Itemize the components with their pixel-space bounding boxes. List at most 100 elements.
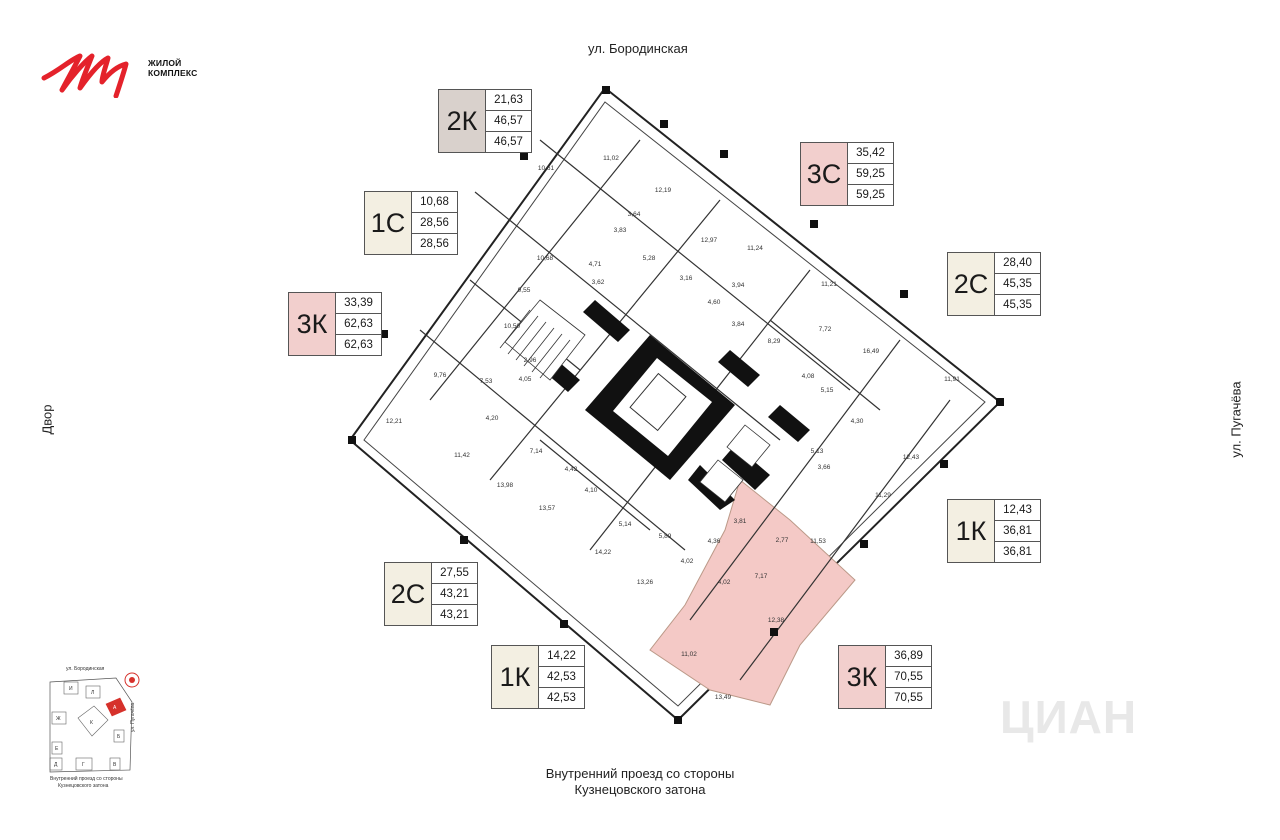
total-area: 43,21: [432, 584, 477, 605]
room-area: 4,30: [851, 418, 864, 425]
room-area: 7,72: [819, 326, 832, 333]
compass-icon: [124, 672, 140, 688]
room-area: 11,53: [810, 538, 826, 545]
room-area: 11,42: [454, 452, 470, 459]
living-area: 35,42: [848, 143, 893, 164]
room-area: 11,91: [944, 376, 960, 383]
room-area: 7,17: [755, 573, 768, 580]
total-area: 46,57: [486, 111, 531, 132]
room-labels: 11,02 10,61 12,19 3,64 3,83 12,97 11,24 …: [386, 155, 960, 701]
room-area: 9,76: [434, 372, 447, 379]
apartment-type: 1С: [364, 191, 412, 255]
room-area: 5,14: [619, 521, 632, 528]
room-area: 13,57: [539, 505, 556, 512]
minimap-block: К: [90, 720, 93, 726]
apartment-type: 2С: [384, 562, 432, 626]
total-area-2: 28,56: [420, 238, 449, 250]
apartment-card-3k-left[interactable]: 3К 33,39 62,63 62,63: [288, 292, 382, 356]
total-area-2: 46,57: [494, 136, 523, 148]
room-area: 10,68: [537, 255, 554, 262]
total-area: 70,55: [886, 667, 931, 688]
apartment-card-2c-right[interactable]: 2С 28,40 45,35 45,35: [947, 252, 1041, 316]
room-area: 12,38: [768, 617, 785, 624]
room-area: 3,94: [732, 282, 745, 289]
apartment-areas: 36,89 70,55 70,55: [886, 645, 932, 709]
minimap-block: Г: [82, 762, 85, 768]
living-area: 14,22: [539, 646, 584, 667]
apartment-areas: 33,39 62,63 62,63: [336, 292, 382, 356]
total-area-2: 43,21: [440, 609, 469, 621]
apartment-card-1k-right[interactable]: 1К 12,43 36,81 36,81: [947, 499, 1041, 563]
room-area: 12,43: [903, 454, 920, 461]
room-area: 13,49: [715, 694, 732, 701]
room-area: 11,29: [875, 492, 891, 499]
minimap-block: Д: [54, 762, 58, 768]
room-area: 3,66: [818, 464, 831, 471]
room-area: 4,36: [708, 538, 721, 545]
street-top: ул. Бородинская: [588, 41, 688, 56]
minimap-block: В: [113, 762, 117, 768]
minimap-street-top: ул. Бородинская: [66, 666, 105, 672]
street-left: Двор: [39, 404, 55, 435]
street-bottom-line1: Внутренний проезд со стороны: [545, 766, 735, 781]
apartment-card-3k-bottom[interactable]: 3К 36,89 70,55 70,55: [838, 645, 932, 709]
total-area: 45,35: [995, 274, 1040, 295]
living-area: 28,40: [995, 253, 1040, 274]
total-area-2: 45,35: [1003, 299, 1032, 311]
room-area: 8,29: [768, 338, 781, 345]
minimap: ул. Бородинская ул. Пугачёва И Л Ж К А Б…: [36, 662, 166, 792]
apartment-areas: 28,40 45,35 45,35: [995, 252, 1041, 316]
room-area: 10,50: [504, 323, 521, 330]
total-area: 28,56: [412, 213, 457, 234]
room-area: 2,77: [776, 537, 789, 544]
apartment-card-3c[interactable]: 3С 35,42 59,25 59,25: [800, 142, 894, 206]
room-area: 3,83: [614, 227, 627, 234]
minimap-block-active[interactable]: А: [113, 705, 117, 711]
room-area: 13,26: [637, 579, 654, 586]
staircase: [499, 299, 586, 381]
room-area: 4,42: [565, 466, 578, 473]
minimap-block: Б: [117, 734, 121, 740]
living-area: 21,63: [486, 90, 531, 111]
watermark: ЦИАН: [1000, 691, 1138, 743]
room-area: 4,08: [802, 373, 815, 380]
highlighted-apartment: [649, 479, 856, 706]
room-area: 3,62: [592, 279, 605, 286]
apartment-areas: 21,63 46,57 46,57: [486, 89, 532, 153]
room-area: 13,98: [497, 482, 514, 489]
room-area: 3,64: [628, 211, 641, 218]
room-area: 7,53: [480, 378, 493, 385]
apartment-card-1c[interactable]: 1С 10,68 28,56 28,56: [364, 191, 458, 255]
room-area: 16,49: [863, 348, 880, 355]
total-area: 59,25: [848, 164, 893, 185]
room-area: 5,13: [811, 448, 824, 455]
room-area: 12,21: [386, 418, 403, 425]
living-area: 33,39: [336, 293, 381, 314]
minimap-block: И: [69, 686, 73, 692]
room-area: 4,02: [681, 558, 694, 565]
apartment-type: 2К: [438, 89, 486, 153]
apartment-areas: 14,22 42,53 42,53: [539, 645, 585, 709]
room-area: 11,24: [747, 245, 763, 252]
room-area: 5,15: [821, 387, 834, 394]
apartment-areas: 12,43 36,81 36,81: [995, 499, 1041, 563]
total-area-2: 59,25: [856, 189, 885, 201]
minimap-block: Л: [91, 690, 95, 696]
total-area-2: 62,63: [344, 339, 373, 351]
living-area: 10,68: [412, 192, 457, 213]
room-area: 4,60: [708, 299, 721, 306]
floor-plan: 11,02 10,61 12,19 3,64 3,83 12,97 11,24 …: [348, 86, 1004, 724]
room-area: 3,81: [734, 518, 747, 525]
apartment-type: 3К: [288, 292, 336, 356]
apartment-card-1k-bottom[interactable]: 1К 14,22 42,53 42,53: [491, 645, 585, 709]
minimap-caption-line1: Внутренний проезд со стороны: [50, 776, 123, 782]
room-area: 4,02: [718, 579, 731, 586]
street-bottom: Внутренний проезд со стороны Кузнецовско…: [500, 766, 780, 798]
living-area: 36,89: [886, 646, 931, 667]
room-area: 4,05: [519, 376, 532, 383]
room-area: 3,84: [732, 321, 745, 328]
logo-text-line1: ЖИЛОЙ: [148, 58, 182, 68]
apartment-card-2k[interactable]: 2К 21,63 46,57 46,57: [438, 89, 532, 153]
room-area: 10,61: [538, 165, 555, 172]
apartment-card-2c-left[interactable]: 2С 27,55 43,21 43,21: [384, 562, 478, 626]
